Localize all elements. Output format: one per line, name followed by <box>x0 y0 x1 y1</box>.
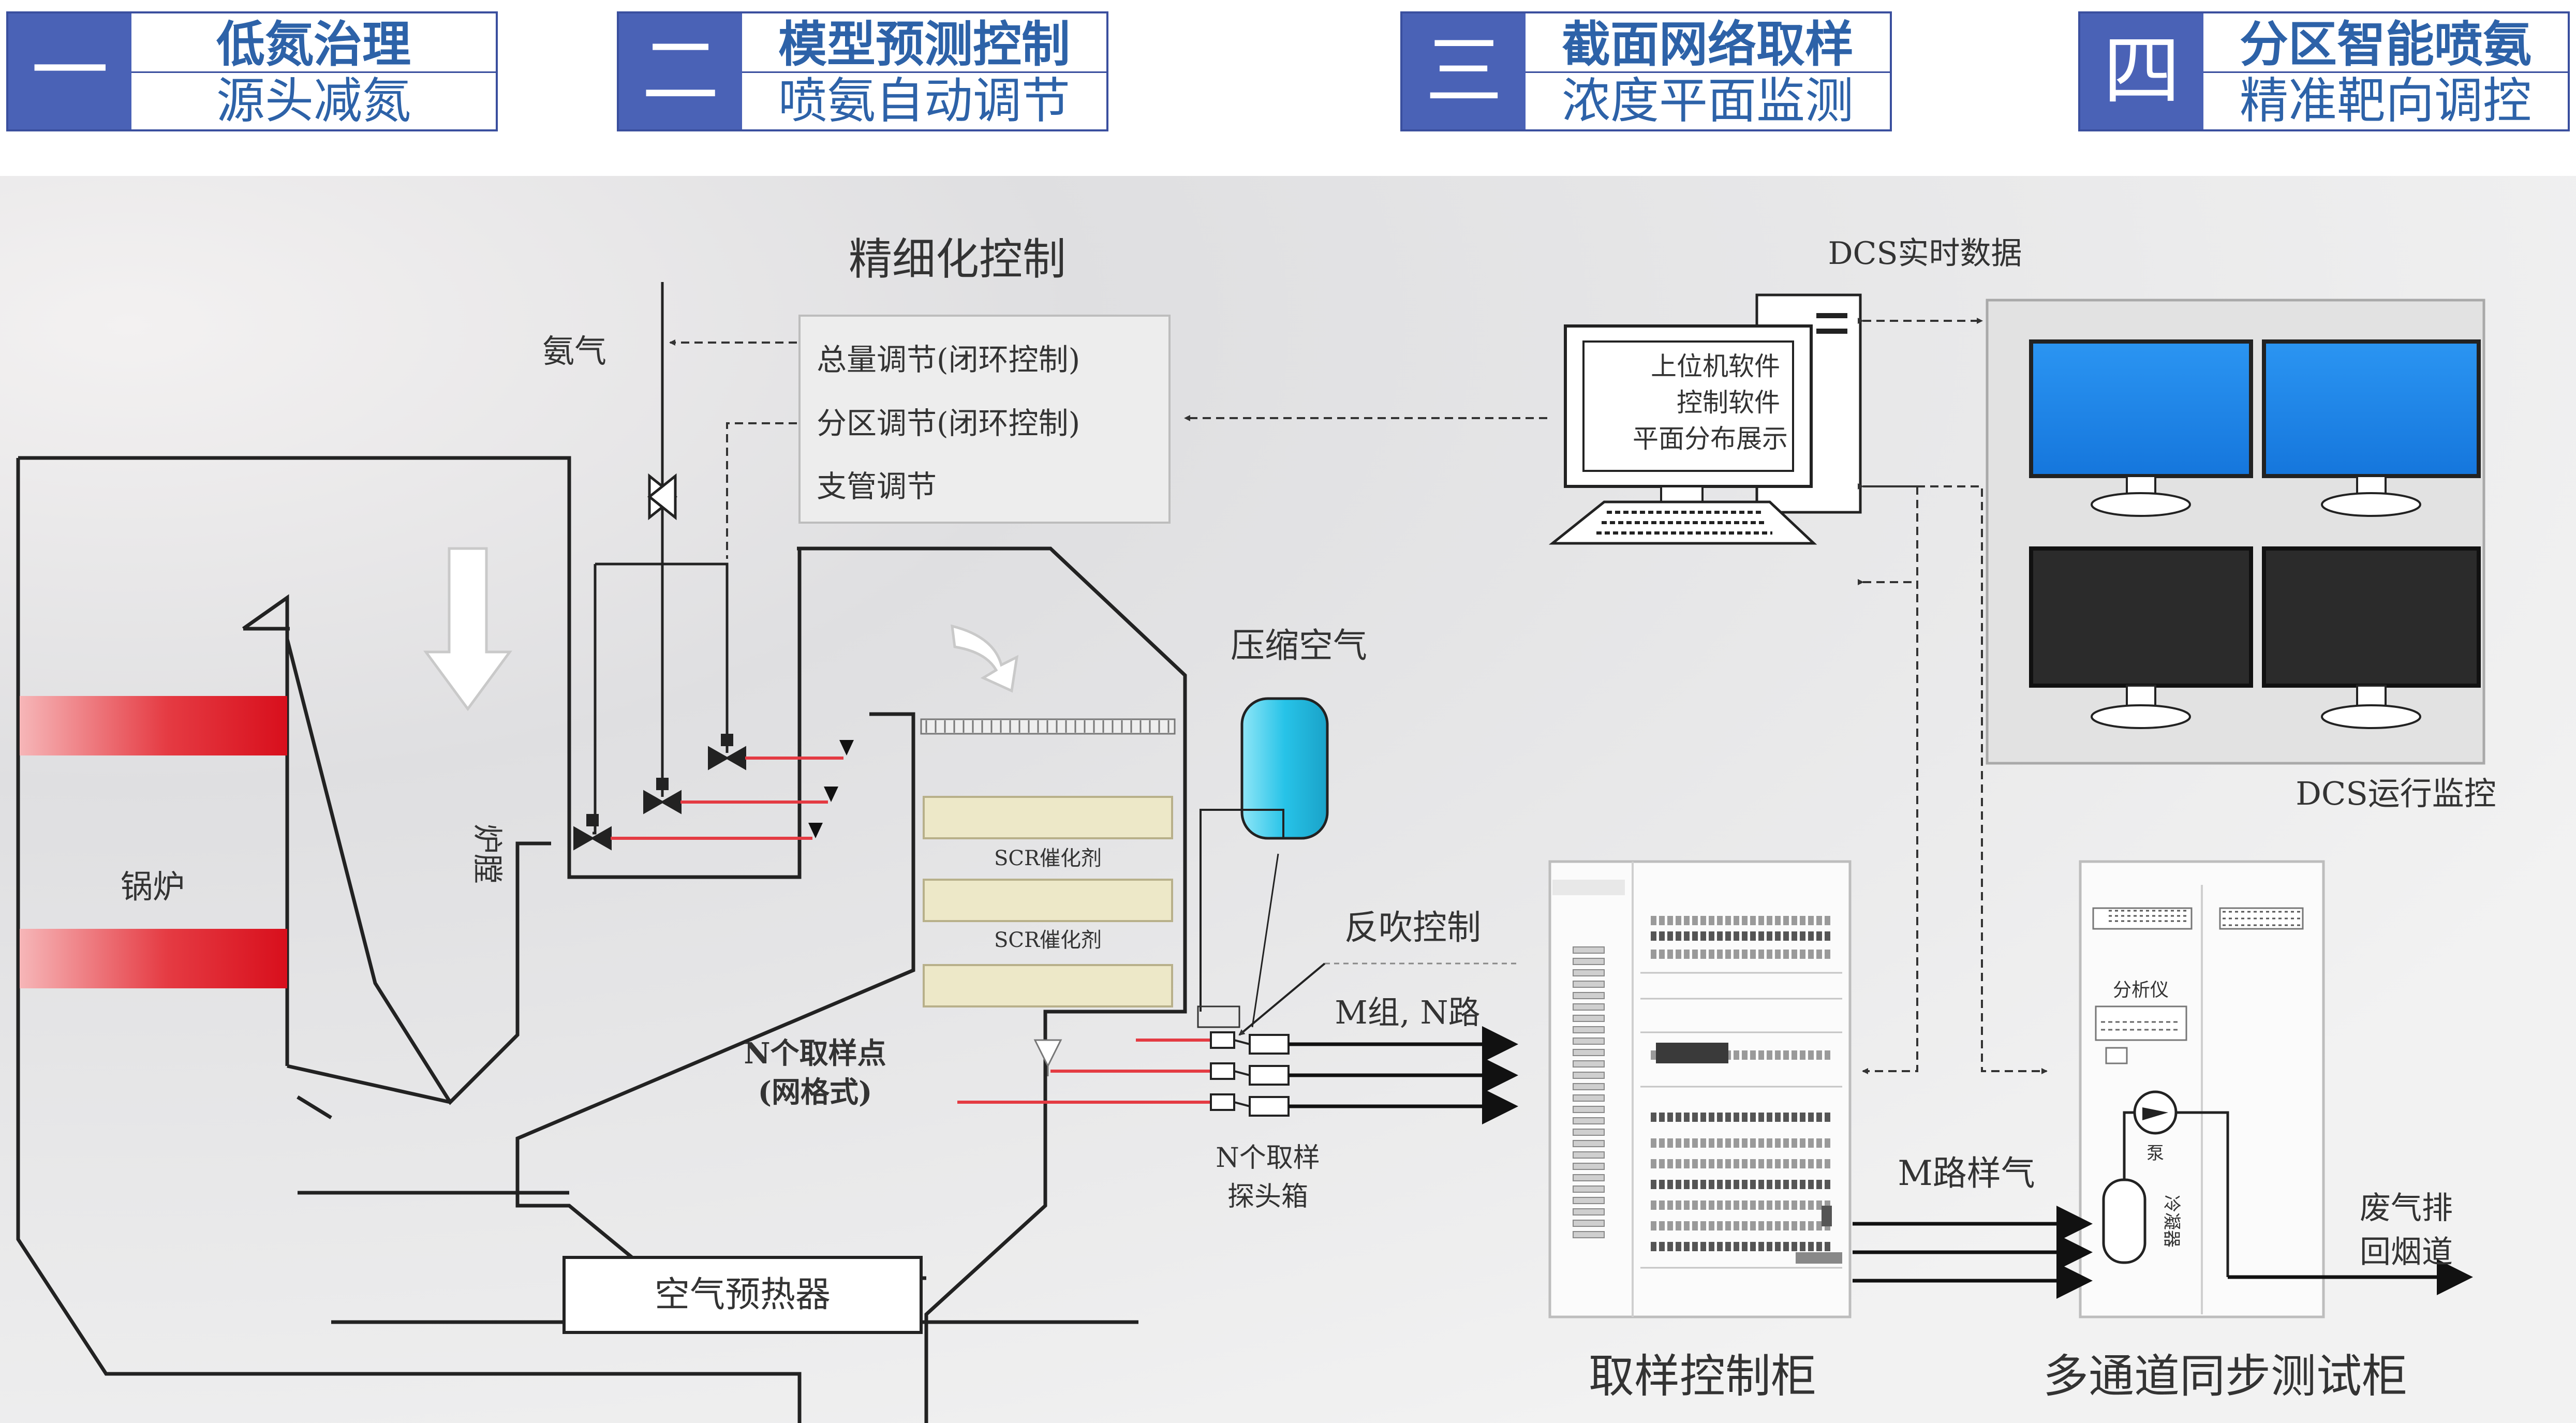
step-title: 模型预测控制 <box>778 17 1070 73</box>
furnace-label: 炉膛 <box>470 824 505 884</box>
catalyst-layer-1 <box>923 796 1173 839</box>
injection-pipes <box>611 757 843 840</box>
step-box-2: 二 模型预测控制 喷氨自动调节 <box>617 11 1108 131</box>
step-number: 三 <box>1402 13 1526 129</box>
injection-nozzles <box>808 740 854 838</box>
step-number: 四 <box>2080 13 2203 129</box>
blowback-label: 反吹控制 <box>1344 908 1481 947</box>
step-box-4: 四 分区智能喷氨 精准靶向调控 <box>2078 11 2570 131</box>
data-links <box>1858 318 2048 1074</box>
step-title: 截面网络取样 <box>1561 17 1854 73</box>
multi-channel-cabinet-label: 多通道同步测试柜 <box>2043 1350 2407 1403</box>
burner-band-1 <box>20 696 287 755</box>
dcs-monitor-label: DCS运行监控 <box>2296 775 2496 812</box>
m-groups-label: M组, N路 <box>1335 994 1480 1031</box>
pc-software-line-3: 平面分布展示 <box>1633 424 1788 454</box>
catalyst-label-1: SCR催化剂 <box>994 847 1102 870</box>
probe-box-frame <box>1197 1005 1240 1028</box>
catalyst-label-2: SCR催化剂 <box>994 928 1102 952</box>
probe-boxes <box>1210 1031 1290 1117</box>
probe-box-label-1: N个取样 <box>1216 1143 1320 1174</box>
sampling-cabinet <box>1548 860 1852 1318</box>
ammonia-label: 氨气 <box>542 332 606 370</box>
probe-cone-icon <box>1033 1039 1062 1068</box>
fine-control-box <box>798 315 1171 524</box>
zone-dash-link <box>726 422 797 559</box>
monitor-1 <box>2029 339 2253 517</box>
monitor-2 <box>2262 339 2481 517</box>
catalyst-layer-2 <box>923 879 1173 922</box>
probe-box-label-2: 探头箱 <box>1227 1181 1308 1212</box>
step-subtitle: 精准靶向调控 <box>2203 71 2568 130</box>
cabinet-pipes <box>2123 1111 2229 1277</box>
catalyst-layer-3 <box>923 964 1173 1007</box>
monitor-3 <box>2029 546 2253 729</box>
cooler-icon <box>2102 1178 2146 1264</box>
curved-flow-arrow <box>951 624 1019 693</box>
ammonia-pipes <box>593 282 729 835</box>
step-title: 低氮治理 <box>216 17 411 73</box>
exhaust-label-1: 废气排 <box>2360 1190 2453 1226</box>
air-line <box>1200 809 1284 1012</box>
cooler-label: 冷凝器 <box>2161 1195 2182 1248</box>
blowback-arrow <box>1238 962 1326 1036</box>
pump-label: 泵 <box>2146 1143 2164 1164</box>
down-flow-arrow <box>423 547 512 712</box>
pc-software-line-2: 控制软件 <box>1677 388 1780 418</box>
fine-control-title: 精细化控制 <box>849 234 1066 285</box>
main-valve-icon <box>647 473 678 521</box>
pump-icon <box>2133 1090 2178 1135</box>
control-item-2: 分区调节(闭环控制) <box>817 406 1080 441</box>
m-sample-gas-label: M路样气 <box>1898 1153 2035 1193</box>
sampling-cabinet-label: 取样控制柜 <box>1589 1350 1816 1403</box>
air-preheater-label: 空气预热器 <box>655 1274 831 1315</box>
sampling-points-label-2: (网格式) <box>758 1075 872 1109</box>
step-number: 二 <box>619 13 742 129</box>
monitor-4 <box>2262 546 2481 729</box>
sample-gas-lines <box>1853 1206 2093 1299</box>
step-subtitle: 喷氨自动调节 <box>742 71 1106 130</box>
sampling-points-label-1: N个取样点 <box>744 1036 886 1071</box>
burner-band-2 <box>20 929 287 988</box>
air-preheater-box <box>562 1256 923 1334</box>
step-box-1: 一 低氮治理 源头减氮 <box>6 11 498 131</box>
exhaust-label-2: 回烟道 <box>2360 1234 2453 1270</box>
sample-lines <box>1289 1026 1518 1124</box>
pc-software-line-1: 上位机软件 <box>1651 351 1780 381</box>
control-item-3: 支管调节 <box>817 469 937 504</box>
step-subtitle: 源头减氮 <box>131 71 496 130</box>
control-item-1: 总量调节(闭环控制) <box>817 342 1080 377</box>
branch-valve-icons <box>573 734 746 851</box>
compressed-air-label: 压缩空气 <box>1231 626 1367 665</box>
step-box-3: 三 截面网络取样 浓度平面监测 <box>1400 11 1892 131</box>
probe-connector <box>1234 1039 1250 1107</box>
dcs-realtime-label: DCS实时数据 <box>1828 235 2022 272</box>
pc-computer-icon <box>1548 293 1862 545</box>
step-number: 一 <box>8 13 131 129</box>
step-subtitle: 浓度平面监测 <box>1526 71 1890 130</box>
boiler-label: 锅炉 <box>121 868 185 906</box>
ammonia-grid <box>920 718 1176 735</box>
air-tank <box>1240 697 1329 840</box>
sampling-probe-lines <box>957 1039 1211 1104</box>
analyzer-label: 分析仪 <box>2113 980 2169 1001</box>
step-title: 分区智能喷氨 <box>2239 17 2531 73</box>
